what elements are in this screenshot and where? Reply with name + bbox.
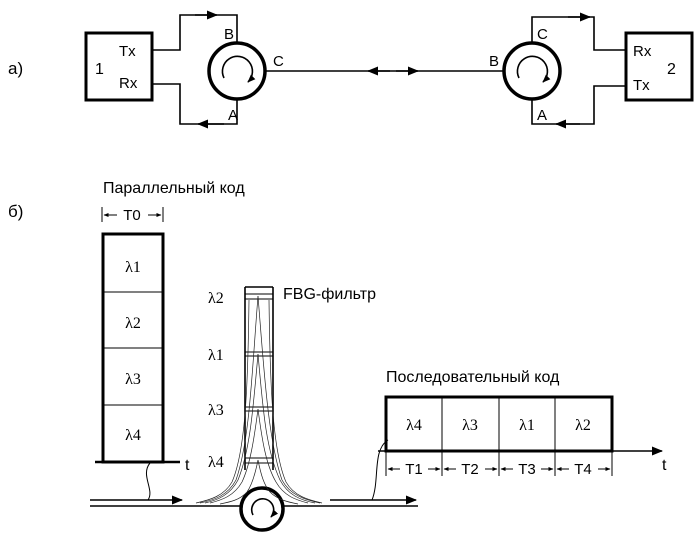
fbg-ray-1	[199, 295, 259, 504]
part-b-label: б)	[8, 202, 23, 221]
serial-cell-4: λ2	[575, 417, 591, 434]
fbg-ray-4	[257, 353, 316, 504]
circulator-1-port-a: A	[228, 107, 238, 124]
serial-time-label: t	[662, 457, 667, 474]
device-1-box	[84, 31, 154, 102]
fbg-filter-label: FBG-фильтр	[283, 286, 376, 303]
device-2-rx-label: Rx	[633, 43, 652, 60]
parallel-cell-2: λ2	[125, 315, 141, 332]
circulator-2-port-c: C	[537, 26, 548, 43]
serial-cell-2: λ3	[462, 417, 478, 434]
device-1-rx-label: Rx	[119, 75, 138, 92]
circulator-2-port-b: B	[489, 53, 499, 70]
serial-cell-3: λ1	[519, 417, 535, 434]
circulator-1: B A C	[207, 26, 284, 124]
part-a-label: а)	[8, 59, 23, 78]
circulator-2-port-a: A	[537, 107, 547, 124]
fbg-ray-10	[268, 299, 323, 504]
fbg-ray-8	[257, 459, 299, 505]
device-1-tx-path	[152, 14, 238, 51]
circulator-3-body	[239, 486, 285, 532]
circulator-2: B C A	[489, 26, 562, 124]
parallel-cell-3: λ3	[125, 371, 141, 388]
device-2-number: 2	[667, 61, 676, 78]
fbg-ray-3	[204, 353, 259, 504]
parallel-cell-1: λ1	[125, 259, 141, 276]
device-2: Rx Tx 2	[624, 31, 694, 102]
fbg-ray-2	[257, 295, 321, 504]
device-2-box	[624, 31, 694, 102]
device-1: 1 Tx Rx	[84, 31, 154, 102]
device-2-tx-label: Tx	[633, 77, 650, 94]
circulator-2-rotation-icon	[516, 55, 551, 83]
parallel-cell-4: λ4	[125, 427, 141, 444]
device-1-number: 1	[95, 61, 104, 78]
device-2-rx-path	[531, 16, 626, 51]
fbg-ray-9	[195, 299, 250, 504]
circulator-1-port-b: B	[224, 26, 234, 43]
device-1-rx-path	[152, 83, 238, 125]
parallel-signal-lead	[145, 462, 151, 501]
fbg-filter	[195, 286, 323, 505]
period-1-label: T1	[405, 461, 423, 478]
t0-label: T0	[123, 207, 141, 224]
circulator-2-body	[502, 41, 562, 101]
circulator-1-body	[207, 41, 267, 101]
circulator-3	[239, 486, 285, 532]
fbg-lambda-4: λ4	[208, 454, 224, 471]
period-3-label: T3	[518, 461, 536, 478]
fbg-lambda-3: λ3	[208, 402, 224, 419]
serial-cell-1: λ4	[406, 417, 422, 434]
device-2-tx-path	[531, 85, 626, 125]
serial-code-title: Последовательный код	[386, 369, 560, 386]
circulator-1-rotation-icon	[221, 55, 256, 83]
fbg-ray-7	[219, 459, 259, 505]
parallel-time-label: t	[185, 457, 190, 474]
fbg-lambda-1: λ2	[208, 290, 224, 307]
part-a: а) 1 Tx Rx B A C B C	[8, 10, 694, 129]
part-b: б) Параллельный код T0 λ1 λ2 λ3 λ4 t	[8, 180, 667, 532]
circulator-3-rotation-icon	[250, 498, 279, 518]
circulator-1-port-c: C	[273, 53, 284, 70]
period-4-label: T4	[574, 461, 592, 478]
serial-signal-lead	[371, 439, 389, 501]
fbg-lambda-2: λ1	[208, 347, 224, 364]
parallel-code-title: Параллельный код	[103, 180, 245, 197]
fbg-ray-5	[209, 408, 259, 504]
fbg-ray-6	[257, 408, 309, 504]
device-1-tx-label: Tx	[119, 43, 136, 60]
period-2-label: T2	[461, 461, 479, 478]
